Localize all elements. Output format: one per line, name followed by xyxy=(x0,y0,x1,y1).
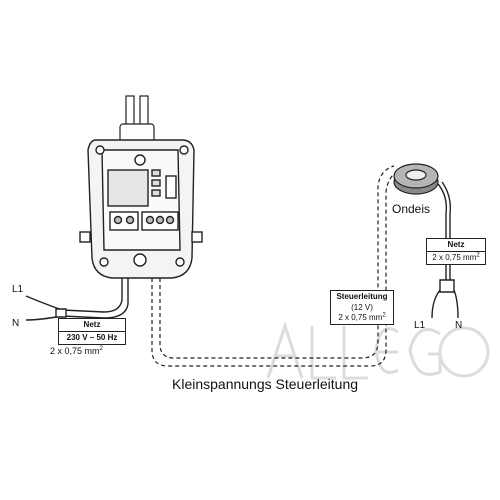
bottom-caption: Kleinspannungs Steuerleitung xyxy=(172,376,359,392)
steuer-cable-sup: 2 xyxy=(382,312,386,319)
netz-left-cable: 2 x 0,75 mm2 xyxy=(50,346,103,356)
netz-left-cable-text: 2 x 0,75 mm xyxy=(50,346,100,356)
netz-left-box: Netz 230 V – 50 Hz xyxy=(58,318,126,345)
steuer-cable: 2 x 0,75 mm2 xyxy=(331,312,393,324)
ondeis-sensor xyxy=(393,163,439,195)
label-n-right: N xyxy=(455,320,463,331)
steuer-title: Steuerleitung xyxy=(336,292,388,301)
netz-right-title: Netz xyxy=(427,239,485,252)
netz-left-title: Netz xyxy=(59,319,125,332)
label-ondeis: Ondeis xyxy=(392,202,431,216)
label-n-left: N xyxy=(12,318,20,329)
label-l1-right: L1 xyxy=(414,320,426,331)
mounting-bracket xyxy=(119,95,155,143)
netz-right-cable-sup: 2 xyxy=(476,252,480,259)
netz-right-box: Netz 2 x 0,75 mm2 xyxy=(426,238,486,265)
control-line xyxy=(151,165,399,367)
control-unit xyxy=(79,139,203,279)
mains-cable-right xyxy=(431,181,459,319)
mains-cable-left xyxy=(25,278,129,321)
steuer-box: Steuerleitung (12 V) 2 x 0,75 mm2 xyxy=(330,290,394,325)
steuer-voltage: (12 V) xyxy=(351,303,373,312)
netz-right-cable: 2 x 0,75 mm2 xyxy=(427,252,485,264)
netz-left-cable-sup: 2 xyxy=(99,346,103,352)
label-l1-left: L1 xyxy=(12,284,24,295)
steuer-cable-text: 2 x 0,75 mm xyxy=(338,313,383,322)
netz-left-rating: 230 V – 50 Hz xyxy=(66,333,118,342)
netz-right-cable-text: 2 x 0,75 mm xyxy=(432,253,477,262)
